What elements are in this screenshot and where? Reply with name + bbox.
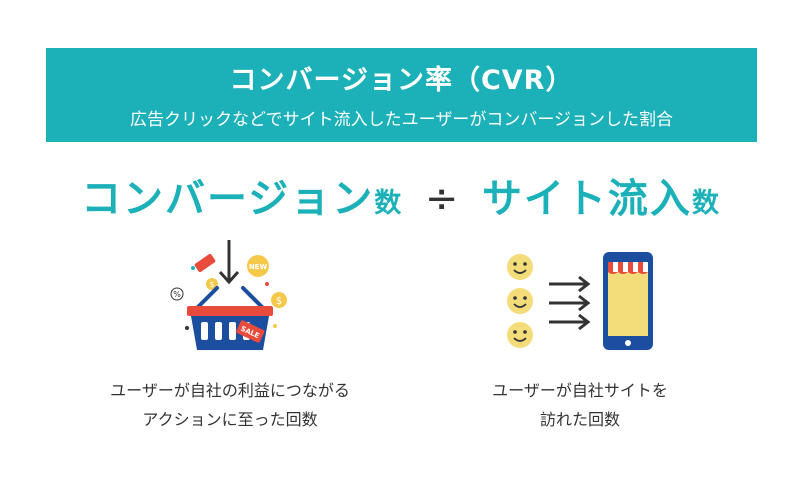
smartphone-icon [603,252,653,350]
sale-tag-icon: SALE [236,320,265,343]
formula-denominator: サイト流入 [481,176,692,222]
formula-numerator-suffix: 数 [374,188,402,219]
svg-text:NEW: NEW [249,263,268,271]
coin-right-icon: $ [271,292,287,308]
percent-badge-icon: % [170,287,184,301]
definition-banner: コンバージョン率（CVR） 広告クリックなどでサイト流入したユーザーがコンバージ… [46,48,757,142]
svg-text:%: % [173,290,181,299]
division-operator: ÷ [424,176,459,222]
svg-text:$: $ [276,296,282,307]
users-to-smartphone-icon [507,252,653,350]
formula-numerator: コンバージョン [81,176,375,222]
visit-description-line2: 訪れた回数 [539,410,620,429]
conversion-description-line2: アクションに至った回数 [142,410,318,429]
user-face-icon [507,322,533,348]
conversion-description-line1: ユーザーが自社の利益につながる [110,381,350,400]
formula-denominator-suffix: 数 [691,188,719,219]
price-tag-icon [194,253,216,273]
site-visit-description: ユーザーが自社サイトを 訪れた回数 [420,376,740,434]
new-badge-icon: NEW [247,255,269,277]
svg-text:$: $ [209,280,214,289]
arrow-right-icon [549,275,591,331]
visit-description-line1: ユーザーが自社サイトを [492,381,668,400]
conversion-count-description: ユーザーが自社の利益につながる アクションに至った回数 [60,376,400,434]
coin-left-icon: $ [206,278,218,290]
user-face-icon [507,254,533,280]
banner-subtitle: 広告クリックなどでサイト流入したユーザーがコンバージョンした割合 [130,110,673,130]
user-face-icon [507,288,533,314]
shopping-basket-icon: NEW $ $ % SALE [170,240,287,350]
cvr-formula: コンバージョン数 ÷ サイト流入数 [0,166,800,226]
banner-title: コンバージョン率（CVR） [229,65,574,96]
down-arrow-icon [218,240,240,285]
